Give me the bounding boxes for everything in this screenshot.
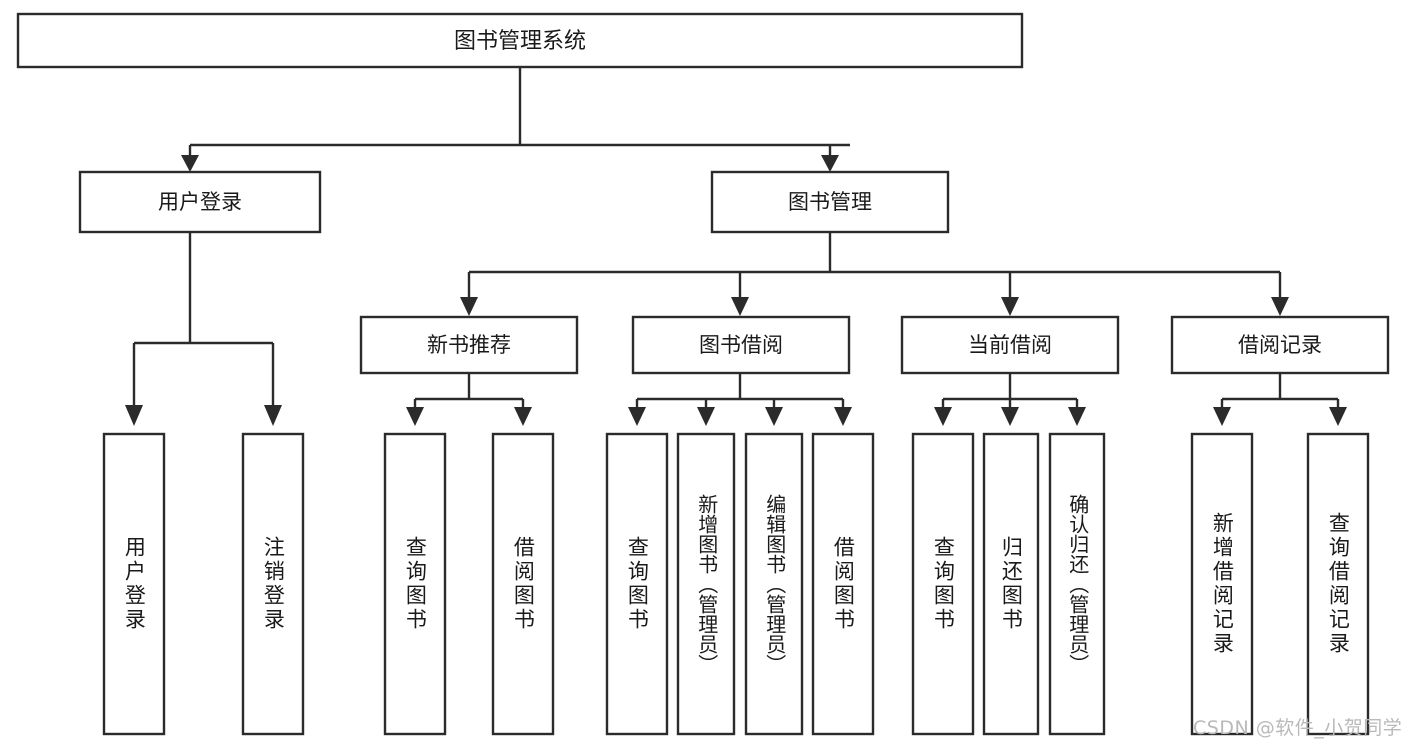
leaf-box-cb-return-book[interactable] — [982, 432, 1040, 736]
arrowhead-leaf-user-login — [125, 405, 143, 426]
node-user-login[interactable]: 用户登录 — [78, 170, 322, 234]
node-user-login-box[interactable] — [78, 170, 322, 234]
leaf-box-bb-add-book[interactable] — [676, 432, 736, 736]
arrowhead-nb-leaf-2 — [514, 407, 532, 426]
arrowhead-br-leaf-1 — [1213, 407, 1231, 426]
connector-group-user-login — [125, 232, 282, 426]
arrowhead-bb-leaf-2 — [697, 407, 715, 426]
leaf-box-cb-query-book[interactable] — [911, 432, 975, 736]
connector-group-book-mgmt — [460, 232, 1289, 316]
node-new-book-recommend-box[interactable] — [359, 315, 579, 375]
arrowhead-br-leaf-2 — [1329, 407, 1347, 426]
node-user-login-label: 用户登录 — [158, 190, 242, 214]
leaf-box-logout[interactable] — [241, 432, 305, 736]
arrowhead-leaf-logout — [264, 405, 282, 426]
node-new-book-recommend-label: 新书推荐 — [427, 333, 511, 357]
arrowhead-borrow-record — [1271, 297, 1289, 316]
leaf-box-cb-confirm-return[interactable] — [1048, 432, 1106, 736]
node-current-borrow-label: 当前借阅 — [968, 333, 1052, 357]
node-new-book-recommend[interactable]: 新书推荐 — [359, 315, 579, 375]
node-root-label: 图书管理系统 — [454, 29, 586, 54]
node-borrow-record[interactable]: 借阅记录 — [1170, 315, 1390, 375]
leaf-box-br-query-record[interactable] — [1306, 432, 1370, 736]
node-book-management-label: 图书管理 — [788, 190, 872, 214]
leaf-box-br-add-record[interactable] — [1190, 432, 1254, 736]
arrowhead-bb-leaf-3 — [765, 407, 783, 426]
connector-group-borrow-record — [1213, 373, 1347, 426]
arrowhead-bb-leaf-1 — [628, 407, 646, 426]
node-borrow-record-box[interactable] — [1170, 315, 1390, 375]
leaf-box-bb-query-book[interactable] — [605, 432, 669, 736]
node-book-management-box[interactable] — [710, 170, 950, 234]
csdn-watermark: CSDN @软件_小贺同学 — [1193, 717, 1403, 739]
node-current-borrow[interactable]: 当前借阅 — [900, 315, 1120, 375]
leaf-box-bb-borrow-book[interactable] — [811, 432, 875, 736]
connector-group-book-borrow — [628, 373, 852, 426]
arrowhead-cb-leaf-1 — [934, 407, 952, 426]
arrowhead-cb-leaf-2 — [1001, 407, 1019, 426]
node-book-borrow[interactable]: 图书借阅 — [631, 315, 851, 375]
node-root[interactable]: 图书管理系统 — [16, 12, 1024, 69]
leaf-box-user-login[interactable] — [102, 432, 166, 736]
arrowhead-cb-leaf-3 — [1068, 407, 1086, 426]
connector-group-new-book — [406, 373, 532, 426]
arrowhead-current-borrow — [1001, 297, 1019, 316]
leaf-box-nb-query-book[interactable] — [383, 432, 447, 736]
node-root-box[interactable] — [16, 12, 1024, 69]
node-current-borrow-box[interactable] — [900, 315, 1120, 375]
arrowhead-nb-leaf-1 — [406, 407, 424, 426]
leaf-box-nb-borrow-book[interactable] — [491, 432, 555, 736]
arrowhead-book-borrow — [731, 297, 749, 316]
arrowhead-book-mgmt — [821, 155, 839, 172]
connector-group-root — [181, 67, 850, 172]
arrowhead-bb-leaf-4 — [834, 407, 852, 426]
node-book-borrow-box[interactable] — [631, 315, 851, 375]
arrowhead-new-book-recommend — [460, 297, 478, 316]
connector-group-current-borrow — [934, 373, 1086, 426]
arrowhead-user-login — [181, 155, 199, 172]
node-borrow-record-label: 借阅记录 — [1238, 333, 1322, 357]
leaf-box-bb-edit-book[interactable] — [744, 432, 804, 736]
node-book-management[interactable]: 图书管理 — [710, 170, 950, 234]
node-book-borrow-label: 图书借阅 — [699, 333, 783, 357]
